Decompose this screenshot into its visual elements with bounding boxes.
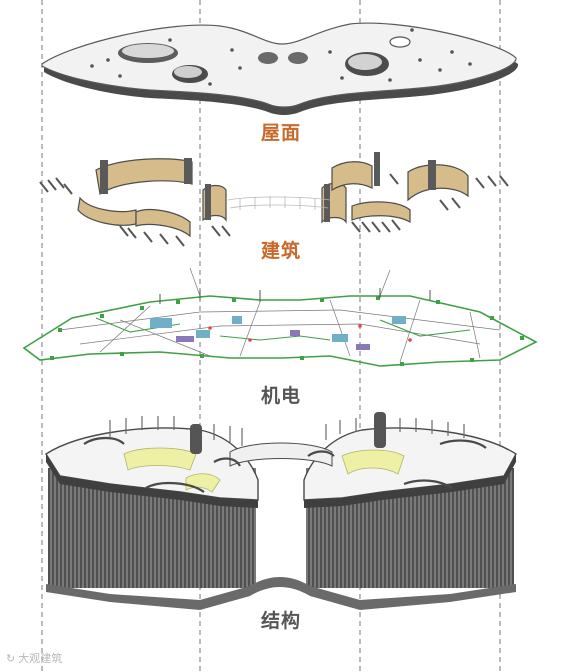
duct-markers: [50, 296, 524, 366]
curved-wall: [95, 158, 193, 195]
roof-opening: [389, 36, 411, 48]
structural-core: [374, 412, 386, 448]
structural-core: [190, 424, 202, 454]
wall-end: [205, 184, 211, 220]
curved-wall: [331, 161, 373, 192]
wall-end: [428, 160, 436, 190]
mep-layer-label: 机电: [260, 385, 301, 407]
roof-skylights: [90, 28, 472, 86]
wall-end: [184, 158, 192, 184]
watermark-logo-icon: ↻: [6, 652, 16, 665]
structure-layer: [45, 412, 517, 610]
curved-wall: [351, 201, 411, 224]
curved-wall: [407, 164, 469, 202]
curved-wall: [135, 209, 191, 238]
slab-edge-right: [304, 454, 516, 508]
roof-surface: [41, 22, 517, 108]
roof-opening: [258, 52, 278, 64]
wall-end: [100, 160, 108, 194]
roof-opening: [288, 52, 308, 64]
roof-layer: [41, 22, 519, 115]
main-duct-loop: [22, 295, 538, 367]
slab-edge-left: [46, 454, 258, 508]
watermark-text: 大观建筑: [18, 652, 63, 665]
highlight-zone: [123, 447, 197, 471]
roof-opening: [122, 44, 174, 58]
wall-end: [324, 184, 330, 222]
mep-layer: [22, 267, 538, 367]
roof-opening: [348, 54, 382, 70]
roof-opening: [174, 66, 202, 78]
architecture-layer: [39, 152, 509, 247]
highlight-zone: [341, 449, 405, 475]
bridge-slab: [229, 442, 333, 467]
equipment-cluster: [150, 316, 406, 342]
roof-layer-label: 屋面: [260, 122, 301, 144]
curved-wall: [77, 196, 137, 226]
watermark: ↻大观建筑: [6, 650, 62, 666]
architecture-layer-label: 建筑: [260, 240, 301, 262]
highlight-zone: [185, 473, 221, 493]
wall-end: [374, 152, 380, 186]
pipe-network: [59, 267, 501, 363]
structure-layer-label: 结构: [260, 610, 301, 632]
foundation-edge: [46, 577, 516, 610]
central-bridge-grid: [227, 196, 331, 210]
